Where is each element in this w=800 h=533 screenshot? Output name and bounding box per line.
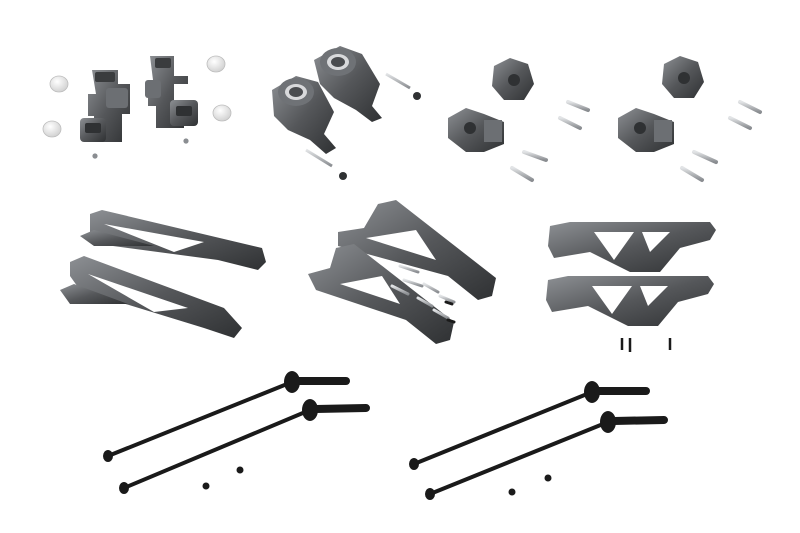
wheel-hex-hubs (448, 56, 762, 182)
rear-hub-carriers (272, 46, 421, 180)
upper-arm-2 (60, 256, 242, 338)
set-screw-1 (202, 482, 210, 490)
rear-lower-arms (546, 222, 716, 356)
set-screw-4 (544, 474, 552, 482)
rear-arm-2 (546, 276, 714, 326)
set-screw-3 (508, 488, 516, 496)
front-lower-arms (308, 200, 496, 344)
front-upper-arms (60, 210, 266, 338)
rubber-caps (42, 55, 232, 138)
hex-hub-3 (662, 56, 704, 98)
cvd-shaft-4 (425, 411, 668, 500)
arm-pin-row (620, 336, 672, 356)
carrier-left (272, 76, 336, 154)
cvd-shaft-1 (103, 371, 350, 462)
hex-hub-4 (618, 108, 674, 152)
drive-pins (510, 100, 762, 182)
rear-arm-1 (548, 222, 716, 272)
hinge-pin-set (390, 264, 456, 324)
cvd-drive-shafts (103, 371, 668, 500)
hex-hub-1 (492, 58, 534, 100)
arm-screws (222, 284, 236, 308)
lower-arm-2 (308, 244, 454, 344)
carrier-right (314, 46, 382, 122)
cvd-shaft-2 (119, 399, 370, 494)
upper-arm-1 (80, 210, 266, 270)
steering-knuckles (42, 55, 232, 175)
knuckle-left (80, 70, 130, 142)
cvd-shaft-3 (409, 381, 650, 470)
lower-arm-1 (338, 200, 496, 300)
kingpin-screws (92, 138, 189, 175)
set-screw-2 (236, 466, 244, 474)
hex-hub-2 (448, 108, 504, 152)
hinge-pins (305, 72, 421, 180)
knuckle-right (145, 56, 198, 128)
